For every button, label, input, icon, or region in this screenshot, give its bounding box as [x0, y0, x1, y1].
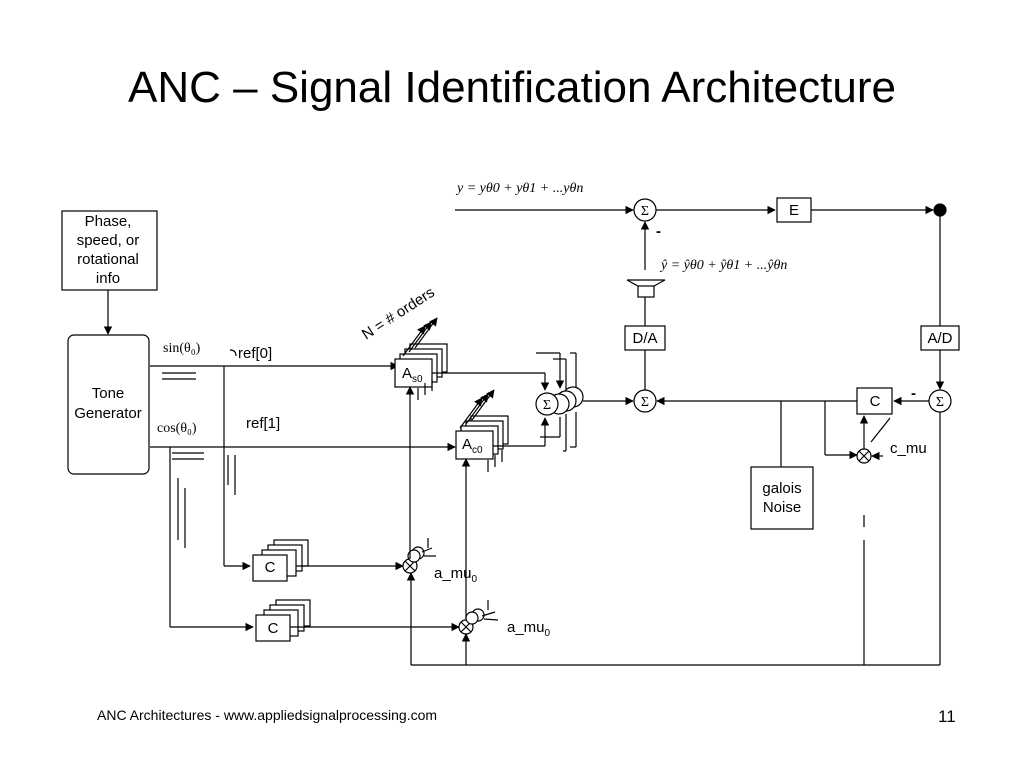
yhat-equation: ŷ = ŷθ0 + ŷθ1 + ...ŷθn [659, 258, 787, 273]
a-c0-label: Ac0 [462, 436, 483, 456]
tone-generator-line-1: Tone [92, 385, 125, 402]
c-block-right [856, 387, 893, 415]
y-equation: y = yθ0 + yθ1 + ...yθn [455, 181, 583, 196]
c-mu-label: c_mu [890, 440, 927, 457]
c-block-2-label: C [268, 620, 279, 637]
top-summer-sigma: Σ [641, 204, 649, 219]
galois-line-1: galois [762, 480, 801, 497]
ad-label: A/D [927, 330, 952, 347]
orders-label: N = # orders [359, 284, 438, 343]
ref1-label: ref[1] [246, 415, 280, 432]
da-label: D/A [632, 330, 657, 347]
tone-generator-box [67, 334, 150, 475]
a-c0-filter-stack [455, 415, 509, 460]
error-block-label: E [789, 202, 799, 219]
a-s0-label: As0 [402, 365, 423, 385]
c-block-2-stack [255, 599, 311, 642]
cos-label: cos(θ₀) [157, 421, 197, 436]
galois-line-2: Noise [763, 499, 801, 516]
phase-info-line-1: Phase, [85, 213, 132, 230]
slide-title: ANC – Signal Identification Architecture [128, 63, 896, 112]
page-number: 11 [938, 707, 956, 726]
tone-generator-line-2: Generator [74, 405, 142, 422]
phase-info-line-3: rotational [77, 251, 139, 268]
right-summer-sigma: Σ [936, 395, 944, 410]
right-summer-minus: - [911, 385, 916, 402]
phase-info-line-2: speed, or [77, 232, 140, 249]
a-mu-label-2: a_mu0 [507, 619, 551, 639]
order-summer-stack [535, 386, 584, 416]
c-block-1-label: C [265, 559, 276, 576]
a-mu-label-1: a_mu0 [434, 565, 478, 585]
sin-label: sin(θ₀) [163, 341, 201, 356]
speaker-icon [626, 279, 666, 298]
footer-text: ANC Architectures - www.appliedsignalpro… [97, 707, 438, 723]
phase-info-line-4: info [96, 270, 120, 287]
middle-summer-sigma: Σ [641, 395, 649, 410]
top-summer-minus: - [656, 223, 661, 240]
error-block-e [776, 197, 812, 223]
a-s0-filter-stack [394, 343, 448, 388]
ref0-label: ref[0] [238, 345, 272, 362]
c-block-right-label: C [870, 393, 881, 410]
error-sensor-dot [933, 203, 947, 217]
galois-noise-box [750, 466, 814, 530]
phase-info-box [61, 210, 158, 291]
order-summer-sigma: Σ [543, 398, 551, 413]
c-block-1-stack [252, 539, 309, 582]
block-diagram: Phase, speed, or rotational info Tone Ge… [61, 181, 960, 666]
ad-converter-box [920, 325, 960, 351]
